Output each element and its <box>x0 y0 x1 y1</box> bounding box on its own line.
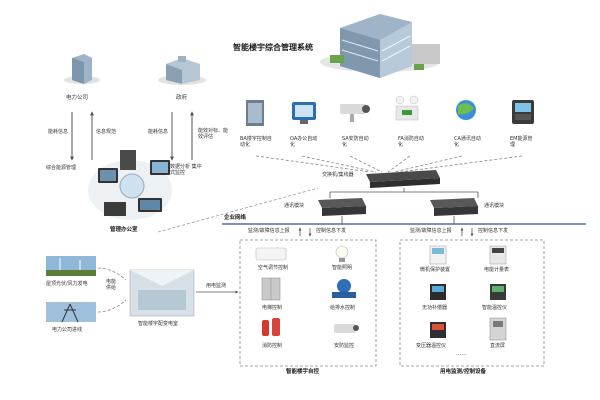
comm-module-right-label: 通讯模块 <box>484 203 505 209</box>
info-regulation-label: 信息规范 <box>96 129 117 135</box>
device-transformer-label: 变压器温控仪 <box>416 343 447 349</box>
management-office-label: 管理办公室 <box>110 227 138 233</box>
fire-extinguisher-icon <box>262 318 280 336</box>
device-dcpanel-label: 直流屏 <box>490 343 506 349</box>
subsystem-ca-label: CA通讯自动化 <box>454 136 481 149</box>
right-down-label: 控制信息下发 <box>478 228 509 234</box>
monitor-group-label: 用电监测/控制设备 <box>440 369 487 375</box>
lighting-bulb-icon <box>335 245 349 262</box>
comm-module-left-label: 通讯模块 <box>284 203 305 209</box>
device-meter-label: 电能计量表 <box>484 267 510 273</box>
left-down-label: 控制信息下发 <box>316 228 347 234</box>
device-lighting-label: 智能照明 <box>332 265 353 271</box>
price-info-label: 能耗信息 <box>48 129 69 135</box>
device-fire-label: 消防控制 <box>262 343 283 349</box>
security-camera-icon <box>334 324 359 333</box>
device-aircon-label: 空气调节控制 <box>258 265 289 271</box>
reactive-compensator-icon <box>430 284 446 300</box>
comm-module-right-icon <box>430 198 478 216</box>
device-elevator-label: 电梯控制 <box>262 305 283 311</box>
temperature-controller-icon <box>490 284 506 300</box>
dc-panel-icon <box>489 317 507 341</box>
device-tempctrl-label: 智能温控仪 <box>482 305 508 311</box>
management-office-icon <box>88 150 172 220</box>
main-building-icon <box>320 14 440 78</box>
switch-icon <box>366 170 440 188</box>
energy-management-label: 综合能源管理 <box>46 165 77 171</box>
left-up-label: 监测/故障信息上报 <box>248 228 290 234</box>
smart-group-label: 智能楼宇自控 <box>286 369 320 375</box>
substation-label: 智能楼宇配变电室 <box>138 321 179 327</box>
subsystem-fa-label: FA消防自动化 <box>398 136 424 149</box>
comm-module-left-icon <box>318 198 366 216</box>
device-security-label: 安防监控 <box>334 343 355 349</box>
pv-wind-label: 屋顶光伏/风力发电 <box>46 281 88 287</box>
system-title: 智能楼宇综合管理系统 <box>233 43 313 52</box>
power-supply-label: 电能供给 <box>106 279 117 291</box>
power-monitor-label: 用电监测 <box>206 283 227 289</box>
em-meter-icon <box>512 100 534 124</box>
ellipsis-label: ...... <box>456 351 467 357</box>
subsystem-ba-label: BA楼宇控制自动化 <box>240 136 272 149</box>
fa-fire-lamp-icon <box>395 95 419 121</box>
sa-camera-icon <box>340 104 370 122</box>
data-analysis-label: 数据分析 集中式监控 <box>170 164 202 176</box>
enterprise-network-label: 企业网络 <box>224 215 247 221</box>
power-company-label: 电力公司 <box>66 95 89 101</box>
subsystem-em-label: EM能源管理 <box>510 136 533 149</box>
ca-globe-icon <box>456 100 476 120</box>
power-company-building-icon <box>64 54 100 84</box>
government-label: 政府 <box>176 95 188 101</box>
ba-building-icon <box>246 100 264 126</box>
substation-room-photo <box>129 269 195 317</box>
power-line-photo <box>46 302 96 323</box>
elevator-icon <box>261 277 281 301</box>
microcomputer-protection-icon <box>429 245 447 265</box>
energy-benchmark-label: 能效对标、能效评估 <box>198 128 229 140</box>
subsystem-sa-label: SA安防自动化 <box>342 136 369 149</box>
device-protection-label: 微机保护装置 <box>420 267 451 273</box>
oa-monitor-icon <box>292 102 316 124</box>
air-conditioner-icon <box>255 247 287 261</box>
device-water-label: 给排水控制 <box>330 305 356 311</box>
water-valve-icon <box>332 279 356 298</box>
grid-incoming-label: 电力公司进线 <box>52 327 83 333</box>
energy-meter-icon <box>489 245 507 265</box>
government-building-icon <box>158 56 206 85</box>
wind-solar-photo <box>46 256 96 276</box>
subsystem-oa-label: OA办公自动化 <box>290 136 318 149</box>
switch-label: 交换机/集线器 <box>322 172 354 178</box>
monitor-device-group-box <box>399 239 545 367</box>
device-compensator-label: 无功补偿器 <box>422 305 448 311</box>
smart-building-group-box <box>239 239 377 367</box>
energy-info-label: 能耗信息 <box>148 129 169 135</box>
right-up-label: 监测/故障信息上报 <box>410 228 452 234</box>
transformer-temp-controller-icon <box>430 322 446 338</box>
